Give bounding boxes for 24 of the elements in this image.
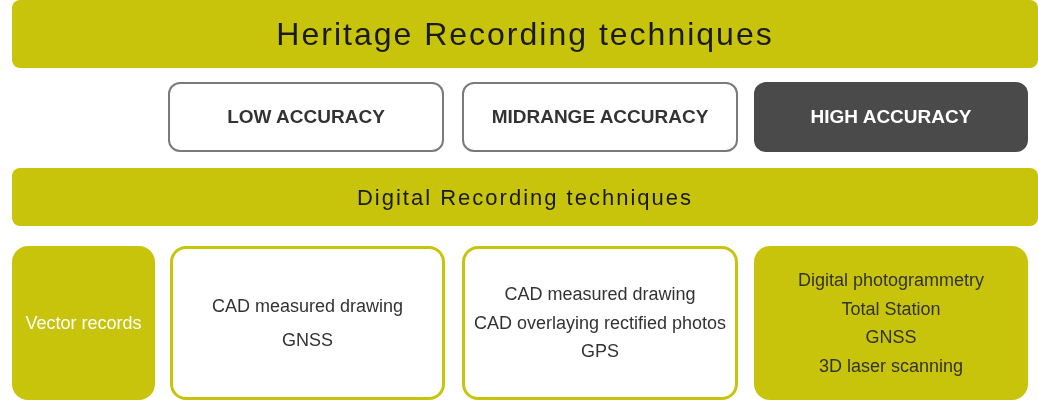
section-band	[12, 168, 1038, 226]
label-box	[12, 246, 155, 400]
box-text: 3D laser scanning	[818, 354, 964, 377]
box-text: Digital Recording techniques	[356, 183, 694, 212]
box-text: GNSS	[865, 326, 917, 349]
box-text: CAD measured drawing	[504, 283, 696, 306]
technique-box	[754, 246, 1028, 400]
box-text: HIGH ACCURACY	[810, 104, 972, 129]
box-text: GPS	[581, 340, 619, 363]
title-band	[12, 0, 1038, 68]
category-box	[754, 82, 1028, 152]
category-box	[168, 82, 444, 152]
box-text: GNSS	[282, 329, 333, 352]
box-text: CAD measured drawing	[211, 294, 404, 317]
box-text: Digital photogrammetry	[797, 269, 985, 292]
category-box	[462, 82, 738, 152]
box-text: LOW ACCURACY	[227, 104, 385, 129]
box-text: Vector records	[25, 311, 142, 335]
technique-box	[462, 246, 738, 400]
box-text: Heritage Recording techniques	[276, 15, 774, 54]
box-text: CAD overlaying rectified photos	[473, 311, 727, 335]
box-text: MIDRANGE ACCURACY	[491, 104, 709, 129]
box-text: Total Station	[841, 297, 941, 320]
technique-box	[170, 246, 445, 400]
